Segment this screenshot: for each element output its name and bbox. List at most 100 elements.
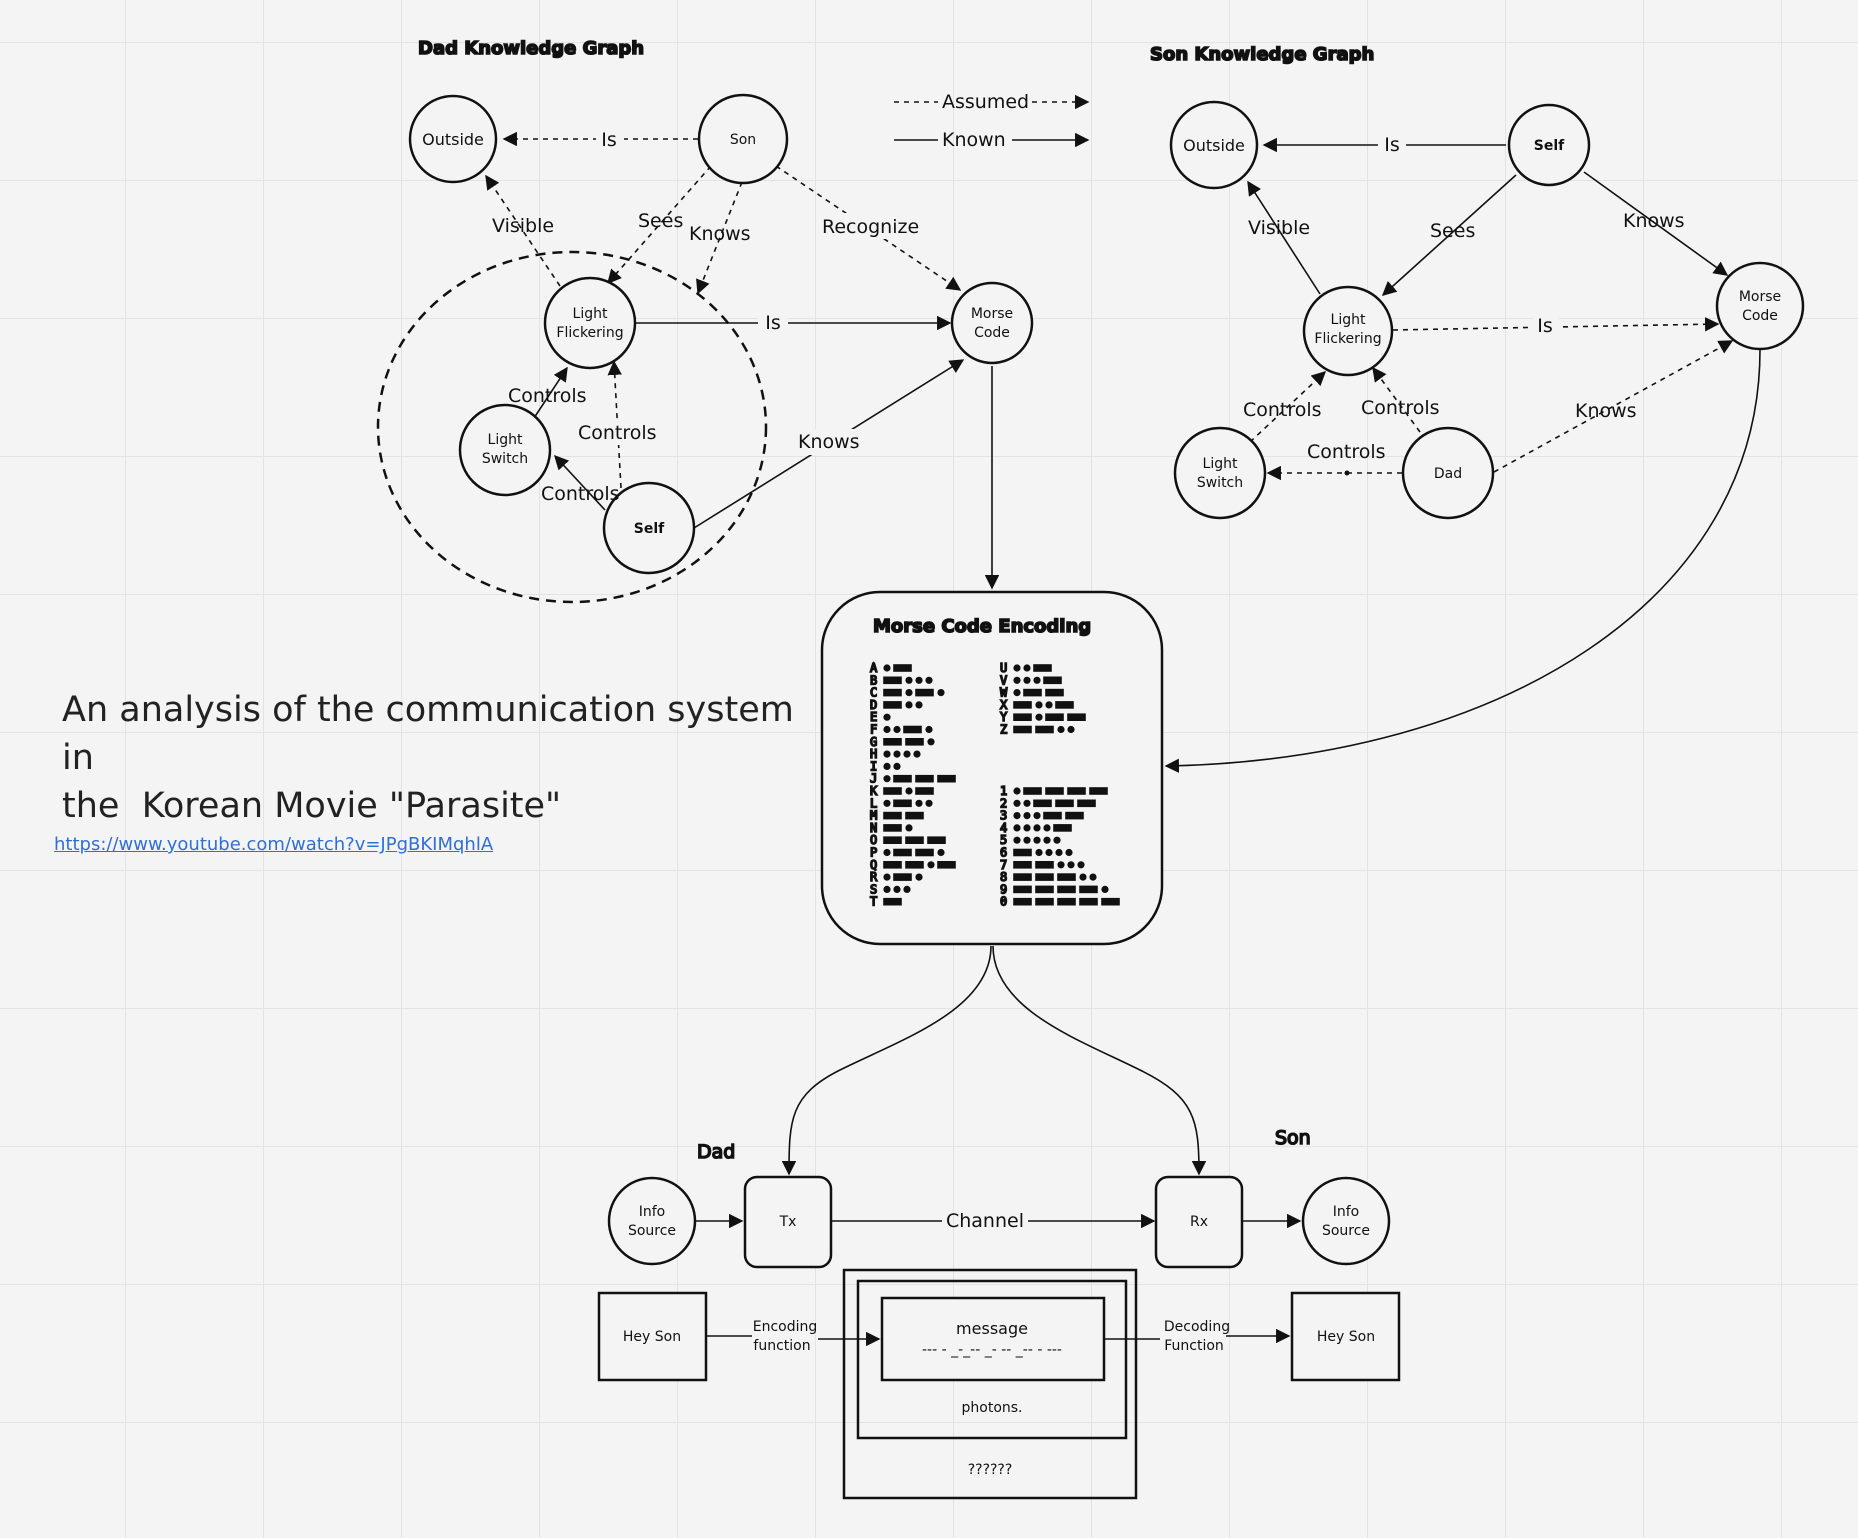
dad-edge-self-controls-switch-label: Controls	[541, 483, 620, 505]
info-source-right-line1: Info	[1333, 1204, 1360, 1220]
dad-edge-light-is-morse-label: Is	[765, 312, 781, 334]
morse-dot	[1023, 799, 1031, 807]
morse-char: D	[870, 698, 877, 712]
morse-dash	[1067, 713, 1086, 722]
morse-dot	[1013, 824, 1021, 832]
morse-char: Y	[1000, 710, 1008, 724]
morse-dash	[883, 824, 902, 832]
morse-dash	[1035, 725, 1054, 734]
info-source-right-line2: Source	[1322, 1223, 1370, 1239]
morse-dot	[915, 799, 923, 807]
morse-dash	[883, 688, 902, 697]
son-node-self-label: Self	[1534, 138, 1565, 154]
morse-char: I	[870, 759, 877, 773]
son-edge-visible-label: Visible	[1248, 217, 1310, 239]
morse-dash	[1035, 860, 1054, 869]
hey-son-right-box	[1290, 1291, 1401, 1382]
morse-dot	[893, 750, 901, 758]
morse-dot	[1043, 824, 1051, 832]
morse-dash	[1013, 848, 1032, 857]
morse-dash	[883, 811, 902, 820]
morse-dot	[883, 799, 891, 807]
morse-dash	[1043, 811, 1062, 820]
encoding-function-line1: Encoding	[753, 1319, 818, 1335]
morse-char: 9	[1000, 882, 1007, 896]
morse-dot	[883, 725, 891, 734]
morse-dash	[1065, 811, 1084, 820]
morse-dot	[903, 750, 911, 758]
son-node-morse-code	[1715, 261, 1805, 351]
dad-light-switch-line2: Switch	[482, 451, 528, 467]
morse-dash	[1035, 885, 1054, 894]
dad-node-morse-code	[950, 281, 1034, 365]
morse-char: 1	[1000, 784, 1007, 798]
morse-dot	[1045, 848, 1053, 857]
son-morse-code-line1: Morse	[1739, 289, 1781, 305]
morse-dot	[915, 701, 923, 709]
morse-dot	[1013, 688, 1021, 697]
morse-dot	[1023, 664, 1031, 672]
morse-dot	[1065, 848, 1073, 857]
morse-char: Z	[1000, 723, 1007, 737]
morse-char: M	[870, 809, 877, 823]
info-source-right-node	[1301, 1176, 1391, 1266]
morse-dash	[1055, 701, 1074, 709]
morse-dash	[1013, 897, 1032, 906]
dad-node-outside-label: Outside	[422, 130, 484, 149]
morse-char: 8	[1000, 870, 1007, 884]
son-node-outside	[1169, 100, 1259, 190]
morse-dash	[1013, 725, 1032, 734]
edge-encoding-to-tx	[781, 945, 992, 1176]
morse-dot	[1067, 725, 1075, 734]
morse-dash	[927, 836, 946, 845]
morse-char: 2	[1000, 796, 1007, 810]
dad-node-son	[697, 93, 789, 185]
morse-char: E	[870, 710, 877, 724]
morse-dot	[915, 873, 923, 881]
son-node-dad-label: Dad	[1434, 466, 1462, 482]
edge-visible	[485, 174, 561, 287]
morse-char: K	[870, 784, 878, 798]
photons-box	[856, 1279, 1128, 1440]
morse-dash	[883, 701, 902, 709]
son-node-light-flickering	[1302, 285, 1394, 377]
son-edge-knows-label: Knows	[1623, 210, 1685, 232]
morse-dash	[937, 774, 956, 783]
morse-dash	[905, 860, 924, 869]
morse-dash	[1057, 897, 1076, 906]
morse-dot	[1101, 885, 1109, 894]
son-edge-dad-knows-label: Knows	[1575, 400, 1637, 422]
hey-son-right-label: Hey Son	[1317, 1329, 1375, 1345]
morse-dash	[883, 897, 902, 906]
morse-char: L	[870, 796, 877, 810]
morse-dash	[893, 873, 912, 881]
son-node-self	[1507, 103, 1591, 187]
morse-dash	[893, 774, 912, 783]
morse-dot	[1023, 824, 1031, 832]
morse-dash	[1013, 860, 1032, 869]
morse-dot	[883, 775, 891, 783]
son-node-outside-label: Outside	[1183, 136, 1245, 155]
son-light-flickering-line2: Flickering	[1314, 331, 1381, 347]
morse-dot	[1043, 836, 1051, 844]
morse-dot	[883, 873, 891, 881]
hey-son-left-box	[597, 1291, 708, 1382]
morse-dash	[1043, 676, 1062, 685]
dad-light-switch-line1: Light	[488, 432, 523, 448]
youtube-link[interactable]: https://www.youtube.com/watch?v=JPgBKIMq…	[54, 834, 494, 855]
morse-dot	[1053, 836, 1061, 844]
hey-son-left-label: Hey Son	[623, 1329, 681, 1345]
morse-dot	[1057, 725, 1065, 734]
dad-morse-code-line1: Morse	[971, 306, 1013, 322]
son-graph-heading: Son Knowledge Graph	[1150, 44, 1374, 65]
morse-dash	[1045, 713, 1064, 722]
morse-char: X	[1000, 698, 1008, 712]
morse-char: C	[870, 686, 877, 700]
son-edge-switch-controls-label: Controls	[1243, 399, 1322, 421]
self-control-region	[376, 250, 768, 604]
morse-char: W	[1000, 686, 1008, 700]
morse-dash	[1033, 664, 1052, 672]
morse-dot	[1013, 811, 1021, 820]
morse-char: Q	[870, 858, 877, 872]
morse-dash	[1055, 799, 1074, 808]
